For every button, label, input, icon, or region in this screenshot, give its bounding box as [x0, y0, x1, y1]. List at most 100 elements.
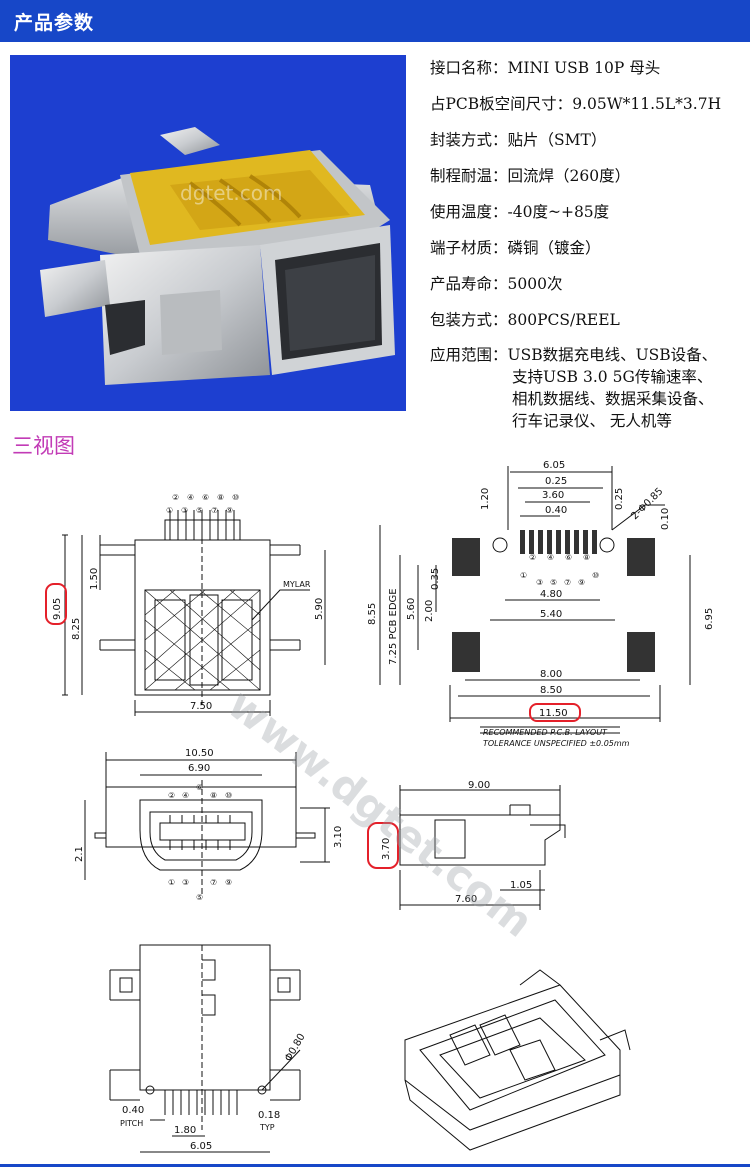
pin-label: ①	[166, 506, 173, 515]
footer-line	[0, 1164, 750, 1167]
pin-label: ③	[536, 578, 543, 587]
pin-label: ⑦	[211, 506, 218, 515]
drawing-pcb-layout	[379, 466, 691, 734]
pin-label: ⑨	[578, 578, 585, 587]
applications-line: 行车记录仪、 无人机等	[512, 412, 672, 430]
pcb-note: TOLERANCE UNSPECIFIED ±0.05mm	[483, 739, 630, 748]
pin-label: ⑧	[583, 553, 590, 562]
typ-label: TYP	[259, 1123, 275, 1132]
spec-value: 800PCS/REEL	[507, 311, 620, 329]
applications-label: 应用范围：	[430, 346, 508, 364]
pin-label: ④	[547, 553, 554, 562]
pin-label: ⑤	[196, 506, 203, 515]
applications-line: 支持USB 3.0 5G传输速率、	[512, 368, 713, 386]
drawing-isometric	[404, 969, 631, 1151]
drawing1-labels: ② ④ ⑥ ⑧ ⑩ ① ③ ⑤ ⑦ ⑨ 9.05 8.25 1.50 5.90 …	[52, 493, 325, 712]
spec-list: 接口名称：MINI USB 10P 母头 占PCB板空间尺寸：9.05W*11.…	[430, 50, 750, 432]
drawing5-labels: 0.40 PITCH 1.80 6.05 Φ0.80 0.18 TYP	[120, 1032, 308, 1152]
dim-label: 5.90	[314, 598, 325, 620]
applications-line: 相机数据线、数据采集设备、	[512, 390, 714, 408]
dim-label: 1.05	[510, 880, 532, 891]
dim-label: 0.10	[660, 508, 671, 530]
pin-label: ⑦	[564, 578, 571, 587]
highlight-11-50	[529, 703, 581, 722]
dim-label: 8.55	[367, 603, 378, 625]
pin-label: ③	[182, 878, 189, 887]
pin-label: ⑥	[196, 783, 203, 792]
highlight-3-70	[367, 822, 399, 869]
spec-label: 封装方式：	[430, 131, 508, 149]
spec-label: 接口名称：	[430, 59, 508, 77]
dim-label: 9.00	[468, 780, 490, 791]
pin-label: ⑤	[550, 578, 557, 587]
spec-value: 5000次	[507, 275, 563, 293]
dim-label: 8.00	[540, 669, 562, 680]
dim-label: 7.60	[455, 894, 477, 905]
dim-label: 1.50	[89, 568, 100, 590]
spec-value: 贴片（SMT）	[507, 131, 607, 149]
spec-row: 接口名称：MINI USB 10P 母头	[430, 50, 750, 86]
dim-label: 7.50	[190, 701, 212, 712]
spec-value: -40度~+85度	[507, 203, 610, 221]
dim-label: 1.80	[174, 1125, 196, 1136]
photo-watermark: dgtet.com	[180, 181, 282, 205]
applications: 应用范围：USB数据充电线、USB设备、 支持USB 3.0 5G传输速率、 相…	[430, 344, 750, 432]
dim-label: 0.18	[258, 1110, 280, 1121]
dim-label: 0.25	[545, 476, 567, 487]
dim-label: 8.50	[540, 685, 562, 696]
spec-value: 回流焊（260度）	[507, 167, 631, 185]
spec-row: 产品寿命：5000次	[430, 266, 750, 302]
dim-label: 6.05	[190, 1141, 212, 1152]
dim-label: 3.10	[333, 826, 344, 848]
pcb-note: RECOMMENDED P.C.B. LAYOUT	[483, 728, 608, 737]
dim-label: 4.80	[540, 589, 562, 600]
pin-label: ②	[529, 553, 536, 562]
spec-value: MINI USB 10P 母头	[507, 59, 661, 77]
pin-label: ⑨	[226, 506, 233, 515]
pin-label: ②	[168, 791, 175, 800]
pin-label: ⑤	[196, 893, 203, 902]
spec-row: 使用温度：-40度~+85度	[430, 194, 750, 230]
dim-label: 2.00	[424, 600, 435, 622]
spec-row: 制程耐温：回流焊（260度）	[430, 158, 750, 194]
dim-label: 6.05	[543, 460, 565, 471]
pin-label: ⑦	[210, 878, 217, 887]
spec-label: 占PCB板空间尺寸：	[430, 95, 573, 113]
spec-label: 包装方式：	[430, 311, 508, 329]
spec-value: 9.05W*11.5L*3.7H	[572, 95, 722, 113]
dim-label: 3.70	[381, 838, 392, 860]
dim-label: 9.05	[52, 598, 63, 620]
drawing-side-view	[399, 785, 566, 910]
dim-label: 6.95	[704, 608, 715, 630]
spec-label: 端子材质：	[430, 239, 508, 257]
dim-label: 10.50	[185, 748, 214, 759]
dim-label: 2.1	[74, 846, 85, 862]
connector-illustration: dgtet.com	[40, 127, 395, 385]
dim-label: 8.25	[71, 618, 82, 640]
dim-label: Φ0.80	[283, 1032, 308, 1064]
spec-row: 封装方式：贴片（SMT）	[430, 122, 750, 158]
dim-label: 0.25	[614, 488, 625, 510]
dim-label: 5.60	[406, 598, 417, 620]
spec-label: 使用温度：	[430, 203, 508, 221]
pitch-label: PITCH	[120, 1119, 143, 1128]
pin-label: ①	[520, 571, 527, 580]
spec-row: 占PCB板空间尺寸：9.05W*11.5L*3.7H	[430, 86, 750, 122]
pin-label: ④	[187, 493, 194, 502]
drawing-bottom-view	[109, 944, 301, 1153]
pin-label: ⑨	[225, 878, 232, 887]
pin-label: ③	[181, 506, 188, 515]
drawing4-labels: 9.00 3.70 1.05 7.60	[381, 780, 532, 905]
dim-label: 5.40	[540, 609, 562, 620]
spec-label: 制程耐温：	[430, 167, 508, 185]
header-bar: 产品参数	[0, 0, 750, 42]
mylar-label: MYLAR	[283, 580, 311, 589]
dim-label: 7.25 PCB EDGE	[388, 588, 399, 665]
spec-value: 磷铜（镀金）	[507, 239, 601, 257]
dim-label: 1.20	[480, 488, 491, 510]
dim-label: 0.35	[430, 568, 441, 590]
dim-label: 11.50	[539, 708, 568, 719]
highlight-9-05	[45, 583, 67, 625]
drawing-watermark: www.dgtet.com	[219, 679, 542, 947]
